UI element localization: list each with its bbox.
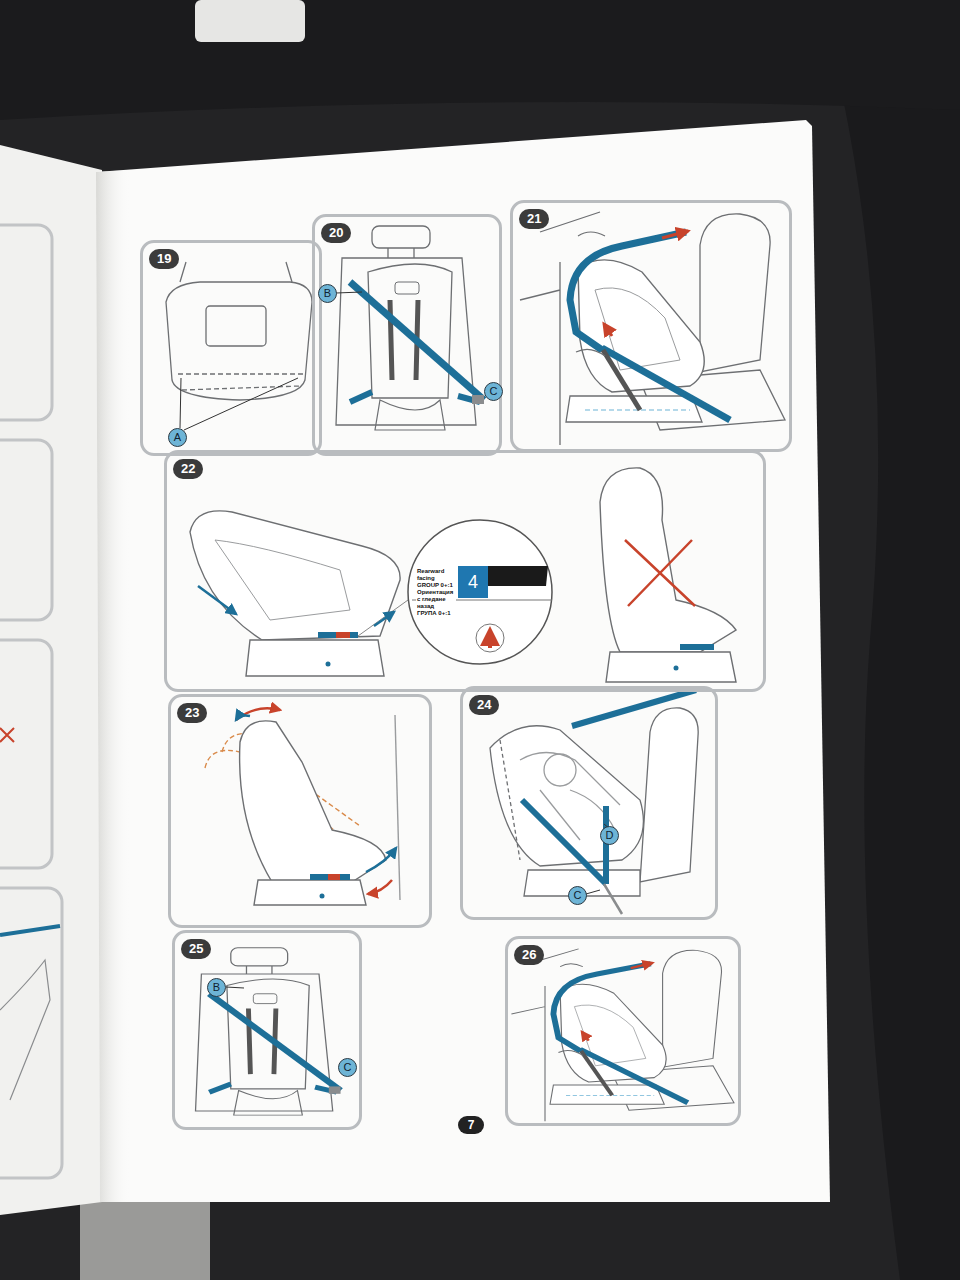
step-number: 19 <box>149 249 179 269</box>
step-panel: 20B C <box>312 214 502 456</box>
recline-seat <box>190 511 408 676</box>
callout-letter-text: B <box>213 982 220 993</box>
group-number: 4 <box>458 566 488 598</box>
callout-letter: D <box>600 826 619 845</box>
step-number: 21 <box>519 209 549 229</box>
side-view-seat <box>520 212 785 445</box>
step-panel: 19A <box>140 240 322 456</box>
step-number: 24 <box>469 695 499 715</box>
callout-letter: C <box>338 1058 357 1077</box>
group-label-text: Rearward facing GROUP 0+:1 <box>417 568 455 589</box>
step-number: 22 <box>173 459 203 479</box>
callout-letter-text: B <box>324 288 331 299</box>
group-label: Rearward facing GROUP 0+:1Ориентация с г… <box>416 567 456 618</box>
step-panel: 23 <box>168 694 432 928</box>
callout-letter-text: C <box>490 386 498 397</box>
step-number: 20 <box>321 223 351 243</box>
step-number: 26 <box>514 945 544 965</box>
step-panel: 22Rearward facing GROUP 0+:1Ориентация с… <box>164 450 766 692</box>
page-number-text: 7 <box>468 1119 475 1131</box>
carrier-seat <box>490 708 698 896</box>
callout-letter-text: C <box>574 890 582 901</box>
callout-letter: B <box>207 978 226 997</box>
group-label-text: Ориентация с гледане назад ГРУПА 0+:1 <box>417 589 455 617</box>
wrong-cross <box>625 540 695 606</box>
step-panel: 25B C <box>172 930 362 1130</box>
seat-back-view <box>166 262 312 430</box>
step-number: 25 <box>181 939 211 959</box>
magnifier <box>408 520 552 664</box>
callout-letter-text: D <box>606 830 614 841</box>
callout-letter: C <box>484 382 503 401</box>
page-number: 7 <box>458 1116 484 1134</box>
callout-letter: C <box>568 886 587 905</box>
group-number-text: 4 <box>468 573 478 591</box>
callout-letter: B <box>318 284 337 303</box>
callout-letter: A <box>168 428 187 447</box>
step-number: 23 <box>177 703 207 723</box>
upright-seat-wrong <box>600 468 736 682</box>
seat-strap <box>80 1196 210 1280</box>
front-view-seat <box>196 948 341 1115</box>
side-view-seat <box>511 949 734 1121</box>
page <box>96 120 830 1202</box>
step-panel: 21 <box>510 200 792 452</box>
callout-letter-text: A <box>174 432 181 443</box>
seat-tag <box>195 0 305 42</box>
adjust-seat <box>205 715 400 905</box>
left-page-panels <box>0 225 62 1178</box>
step-panel: 24D C <box>460 686 718 920</box>
front-view-seat <box>336 226 484 430</box>
callout-letter-text: C <box>344 1062 352 1073</box>
step-panel: 26 <box>505 936 741 1126</box>
